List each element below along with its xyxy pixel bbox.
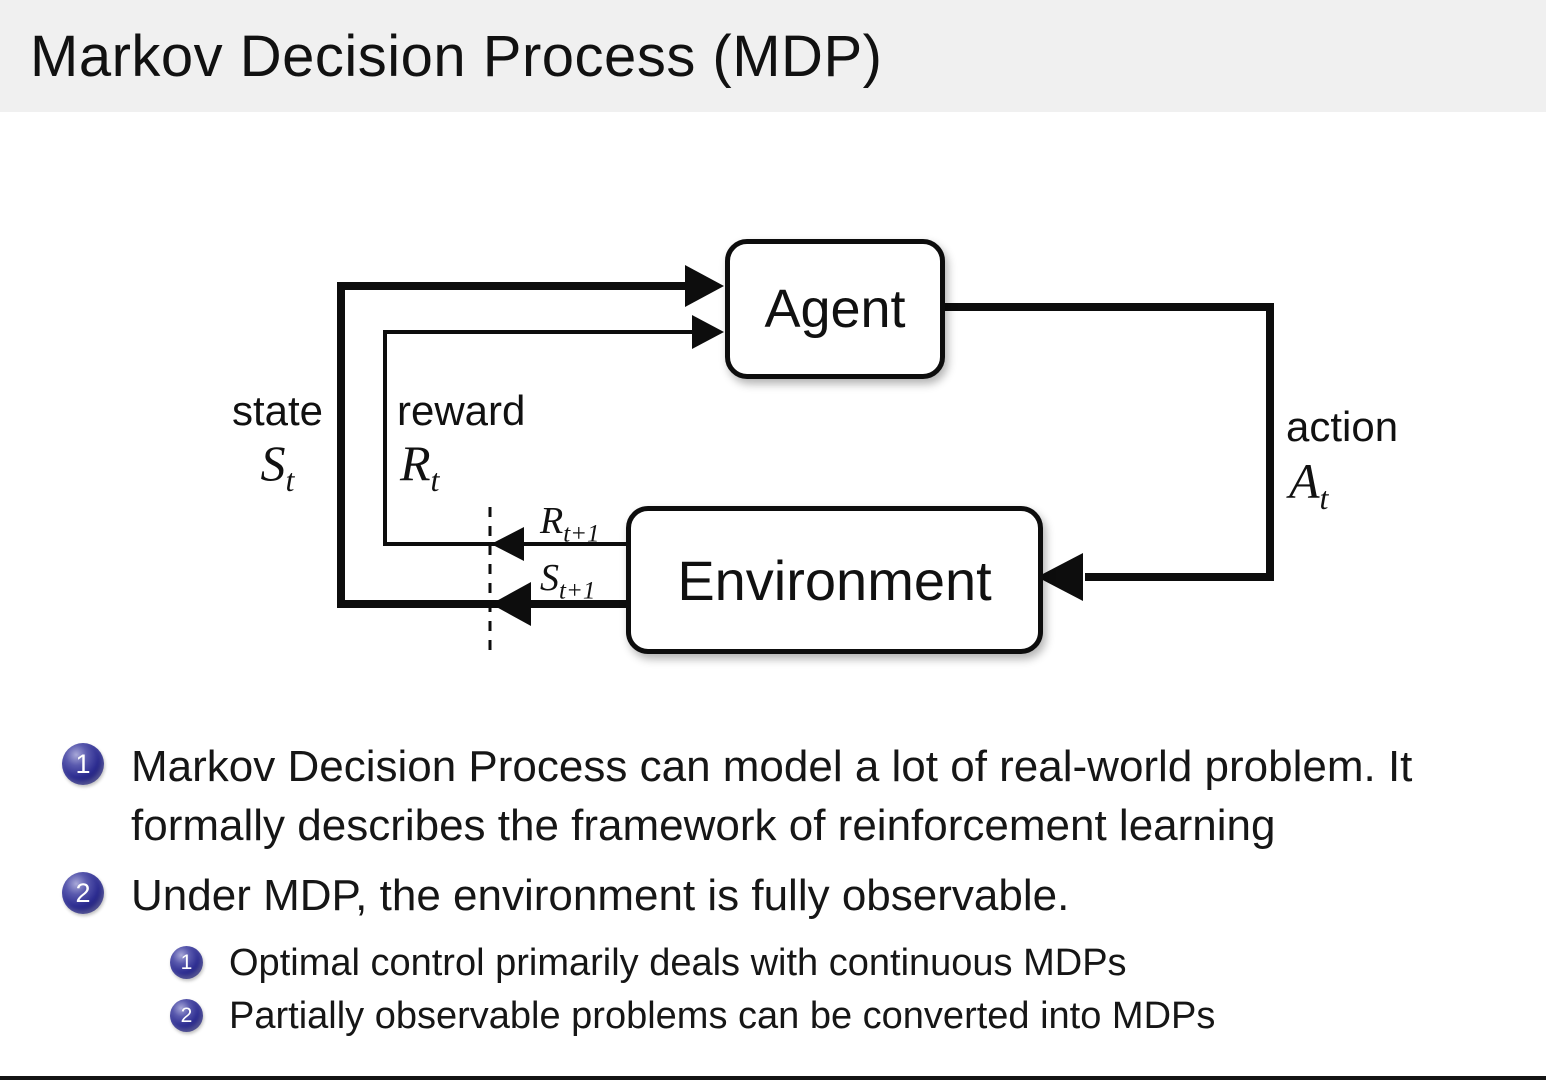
reward-to-agent-arrowhead (692, 315, 724, 349)
bullet-text: Partially observable problems can be con… (229, 995, 1216, 1037)
next-reward-symbol: Rt+1 (540, 500, 600, 548)
next-state-arrowhead (491, 582, 531, 626)
bullet-text: Under MDP, the environment is fully obse… (131, 871, 1070, 920)
enumerate-ball-1: 1 (62, 743, 104, 785)
enumerate-ball-number: 2 (75, 877, 91, 908)
sub-list-item: 1 Optimal control primarily deals with c… (170, 938, 1509, 988)
state-to-agent-arrowhead (685, 265, 724, 307)
page-title: Markov Decision Process (MDP) (30, 23, 883, 89)
sub-enumerate-ball-2: 2 (170, 999, 203, 1032)
enumerate-ball-number: 1 (180, 950, 193, 974)
list-item: 2 Under MDP, the environment is fully ob… (62, 866, 1526, 925)
list-item: 1 Markov Decision Process can model a lo… (62, 737, 1526, 855)
sub-list-item: 2 Partially observable problems can be c… (170, 991, 1509, 1041)
bullet-text: Markov Decision Process can model a lot … (131, 742, 1413, 850)
next-state-symbol: St+1 (540, 557, 596, 605)
state-label: state (231, 387, 324, 434)
action-label: action (1286, 403, 1399, 450)
enumerate-ball-number: 2 (180, 1003, 193, 1027)
agent-label: Agent (764, 279, 906, 339)
reward-symbol: Rt (400, 435, 440, 498)
reward-label: reward (397, 387, 526, 434)
agent-node: Agent (725, 239, 945, 379)
environment-label: Environment (677, 548, 992, 612)
enumerate-ball-2: 2 (62, 872, 104, 914)
sub-enumerate-ball-1: 1 (170, 946, 203, 979)
next-reward-arrowhead (491, 527, 524, 561)
bullet-text: Optimal control primarily deals with con… (229, 942, 1127, 984)
enumerate-ball-number: 1 (75, 748, 91, 779)
action-to-environment-arrowhead (1037, 553, 1083, 601)
action-symbol: At (1289, 453, 1329, 516)
state-symbol: St (260, 435, 295, 498)
slide-bottom-edge (0, 1076, 1546, 1080)
slide-title-bar: Markov Decision Process (MDP) (0, 0, 1546, 112)
environment-node: Environment (626, 506, 1043, 654)
